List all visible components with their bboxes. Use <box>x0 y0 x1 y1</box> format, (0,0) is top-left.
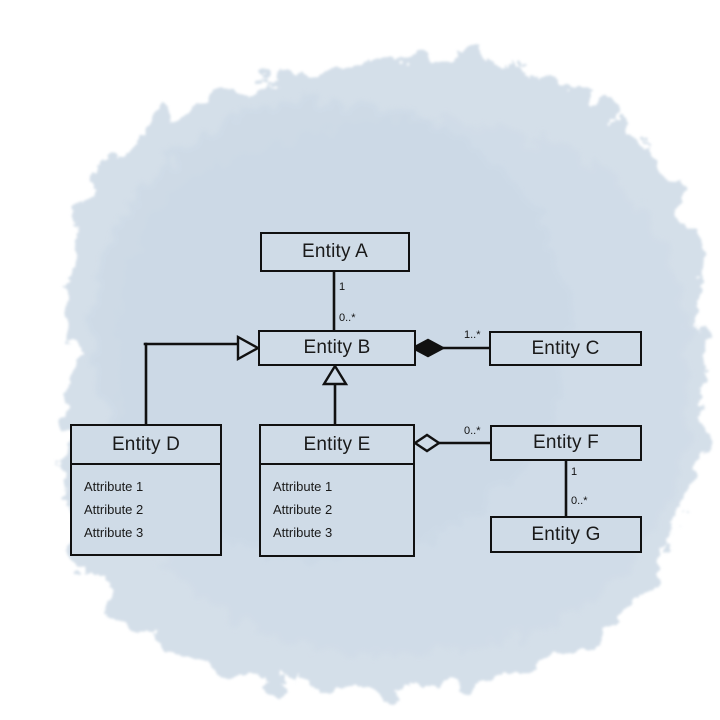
node-entity-f-title: Entity F <box>532 432 599 453</box>
multiplicity-entity-b-target: 0..* <box>339 312 356 324</box>
node-entity-b-title: Entity B <box>303 337 371 358</box>
generalization-arrow-entity-b-bottom <box>321 363 349 386</box>
attribute-item: Attribute 1 <box>84 479 144 494</box>
node-entity-d-title: Entity D <box>72 426 220 465</box>
node-entity-d[interactable]: Entity D Attribute 1 Attribute 2 Attribu… <box>70 424 222 556</box>
attribute-item: Attribute 3 <box>84 525 144 540</box>
attribute-item: Attribute 3 <box>273 525 333 540</box>
multiplicity-entity-a-source: 1 <box>339 281 346 293</box>
node-entity-c[interactable]: Entity C <box>489 331 642 366</box>
multiplicity-entity-f-to-entity-e: 0..* <box>464 425 481 437</box>
multiplicity-entity-f-source: 1 <box>571 466 578 478</box>
composition-diamond-entity-b <box>410 338 446 358</box>
node-entity-b[interactable]: Entity B <box>258 330 416 366</box>
node-entity-a[interactable]: Entity A <box>260 232 410 272</box>
node-entity-d-attributes: Attribute 1 Attribute 2 Attribute 3 <box>72 465 220 544</box>
node-entity-e-attributes: Attribute 1 Attribute 2 Attribute 3 <box>261 465 413 544</box>
node-entity-e-title: Entity E <box>261 426 413 465</box>
attribute-item: Attribute 2 <box>273 502 333 517</box>
multiplicity-entity-g-target: 0..* <box>571 495 588 507</box>
aggregation-diamond-entity-e <box>412 433 442 453</box>
multiplicity-entity-c: 1..* <box>464 329 481 341</box>
attribute-item: Attribute 2 <box>84 502 144 517</box>
node-entity-g[interactable]: Entity G <box>490 516 642 553</box>
node-entity-g-title: Entity G <box>531 523 601 545</box>
attribute-item: Attribute 1 <box>273 479 333 494</box>
node-entity-f[interactable]: Entity F <box>490 425 642 461</box>
node-entity-a-title: Entity A <box>301 241 369 262</box>
generalization-arrow-entity-b-left <box>236 334 261 362</box>
node-entity-e[interactable]: Entity E Attribute 1 Attribute 2 Attribu… <box>259 424 415 557</box>
node-entity-c-title: Entity C <box>531 337 600 359</box>
